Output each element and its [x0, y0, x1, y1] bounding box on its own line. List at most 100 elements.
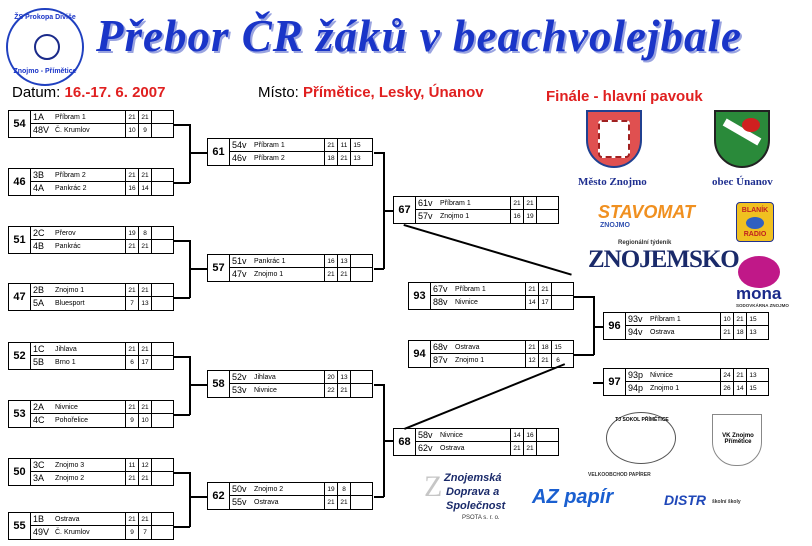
team-seed: 52v	[232, 372, 247, 382]
set-score: 10	[720, 313, 733, 326]
set-score	[151, 472, 164, 485]
team-seed: 57v	[418, 211, 433, 221]
set-score: 21	[125, 111, 138, 124]
set-score: 21	[324, 139, 337, 152]
azpapir-logo: AZ papír	[532, 486, 614, 508]
set-score: 20	[324, 371, 337, 384]
set-score: 21	[337, 496, 350, 509]
team-seed: 1A	[33, 112, 45, 122]
set-score: 21	[538, 354, 551, 367]
set-score: 21	[324, 496, 337, 509]
volleyball-icon	[34, 34, 60, 60]
team-seed: 93v	[628, 314, 643, 324]
set-score	[151, 459, 164, 472]
set-score: 21	[125, 169, 138, 182]
team-seed: 55v	[232, 497, 247, 507]
set-score: 21	[138, 240, 151, 253]
team-name: Č. Krumlov	[55, 127, 90, 134]
team-seed: 51v	[232, 256, 247, 266]
team-seed: 87v	[433, 355, 448, 365]
set-score: 16	[324, 255, 337, 268]
place-line: Místo: Přímětice, Lesky, Únanov	[258, 84, 484, 101]
set-score	[151, 526, 164, 539]
team-seed: 61v	[418, 198, 433, 208]
set-score: 21	[125, 240, 138, 253]
set-score: 21	[525, 341, 538, 354]
match-number: 54	[9, 111, 31, 137]
unanov-coat-of-arms-icon	[714, 110, 770, 168]
stavomat-sub: ZNOJMO	[600, 222, 630, 229]
psota-line2: Doprava a	[446, 486, 500, 498]
team-seed: 46v	[232, 153, 247, 163]
team-seed: 93p	[628, 370, 644, 380]
match-number: 46	[9, 169, 31, 195]
page-title: Přebor ČR žáků v beachvolejbale	[96, 11, 742, 61]
team-seed: 58v	[418, 430, 433, 440]
mona-swirl-icon	[738, 256, 780, 288]
team-name: Pankrác 2	[55, 185, 87, 192]
team-seed: 88v	[433, 297, 448, 307]
team-name: Pankrác 1	[254, 258, 286, 265]
set-score: 21	[525, 283, 538, 296]
set-score: 21	[125, 513, 138, 526]
set-score: 21	[138, 284, 151, 297]
blanik-bottom: RADIO	[743, 231, 767, 238]
set-score: 8	[337, 483, 350, 496]
team-name: Nivnice	[455, 299, 478, 306]
set-score	[151, 401, 164, 414]
set-score	[151, 414, 164, 427]
team-name: Příbram 1	[650, 316, 681, 323]
team-name: Znojmo 1	[254, 271, 284, 278]
set-score: 21	[125, 401, 138, 414]
psota-line3: Společnost	[446, 500, 506, 512]
team-seed: 3C	[33, 460, 45, 470]
team-name: Příbram 1	[254, 142, 285, 149]
set-score: 15	[746, 382, 759, 395]
set-score: 6	[551, 354, 564, 367]
set-score: 21	[337, 384, 350, 397]
team-name: Příbram 1	[440, 200, 471, 207]
team-seed: 4A	[33, 183, 45, 193]
azpapir-sub: VELKOOBCHOD PAPÍRER	[588, 472, 651, 478]
set-score: 14	[510, 429, 523, 442]
set-score: 18	[733, 326, 746, 339]
date-value: 16.-17. 6. 2007	[64, 84, 166, 101]
blanik-radio-logo: BLANÍK RADIO	[736, 202, 774, 242]
set-score: 13	[138, 297, 151, 310]
place-value: Přímětice, Lesky, Únanov	[303, 84, 484, 101]
set-score: 21	[138, 169, 151, 182]
unanov-label: obec Únanov	[712, 176, 773, 188]
set-score	[350, 483, 363, 496]
set-score	[551, 283, 564, 296]
set-score: 21	[125, 343, 138, 356]
set-score: 21	[337, 152, 350, 165]
team-name: Znojmo 3	[55, 462, 85, 469]
set-score: 18	[538, 341, 551, 354]
vk-label: VK Znojmo Přímětice	[722, 433, 754, 445]
team-seed: 49V	[33, 527, 50, 537]
team-seed: 1C	[33, 344, 45, 354]
